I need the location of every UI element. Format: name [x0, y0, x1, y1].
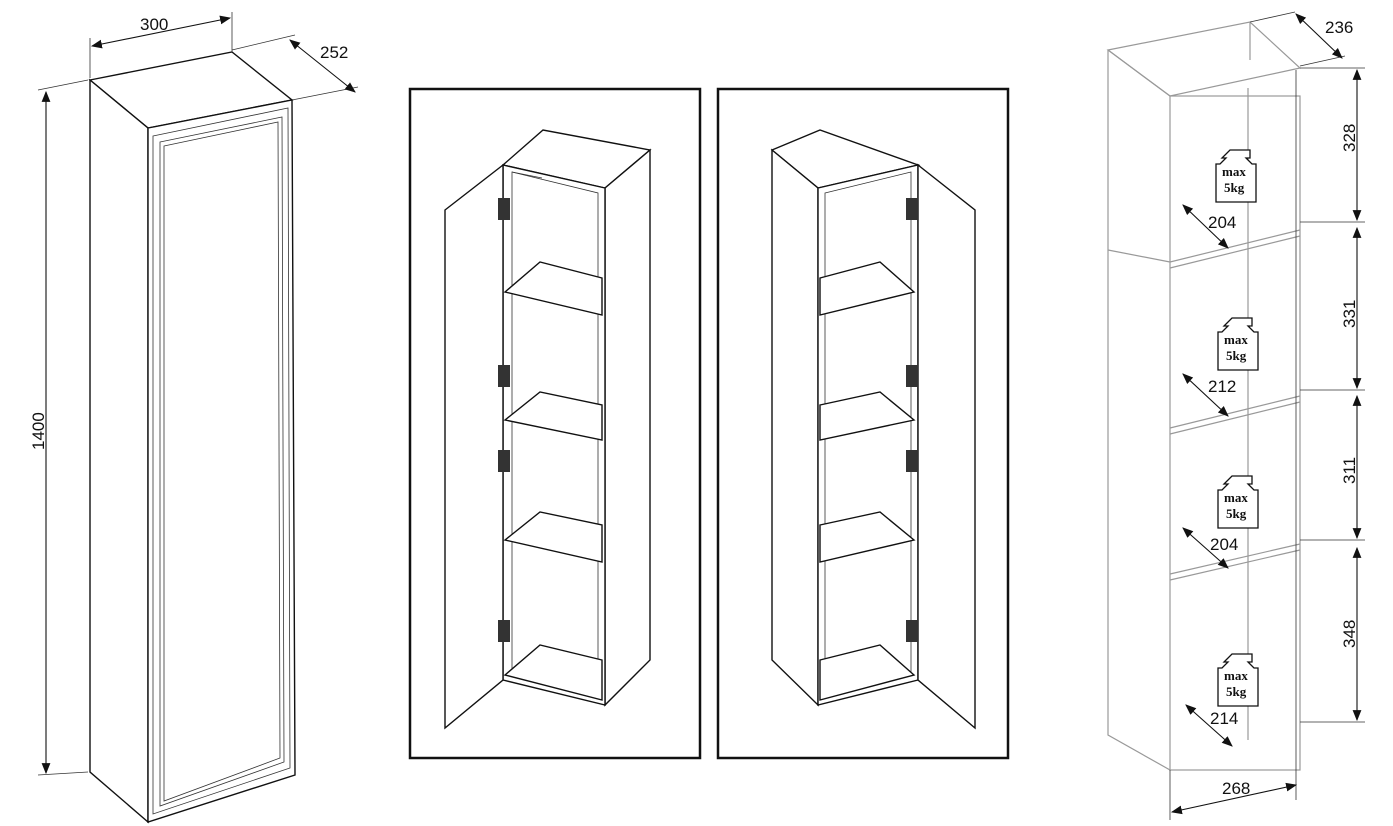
compartment-4-height: 348 — [1340, 620, 1359, 648]
weight-limit-icon-2: max 5kg — [1217, 317, 1259, 371]
svg-text:5kg: 5kg — [1226, 348, 1247, 363]
svg-text:max: max — [1224, 332, 1248, 347]
compartment-1-depth: 204 — [1208, 213, 1236, 232]
svg-text:max: max — [1224, 490, 1248, 505]
height-label: 1400 — [29, 412, 48, 450]
open-view-right-hinge — [716, 87, 1010, 760]
open-door — [917, 163, 976, 730]
compartment-3-height: 311 — [1340, 457, 1359, 484]
compartment-3-depth: 204 — [1210, 535, 1238, 554]
width-label: 300 — [140, 15, 168, 34]
compartment-2-depth: 212 — [1208, 377, 1236, 396]
weight-limit-icon-3: max 5kg — [1217, 475, 1259, 529]
cabinet-door — [147, 99, 296, 823]
svg-text:5kg: 5kg — [1224, 180, 1245, 195]
open-door — [444, 163, 504, 730]
width-dimension-line — [90, 15, 232, 49]
overall-cabinet-view: 300 252 1400 — [29, 12, 359, 824]
depth-label: 252 — [320, 43, 348, 62]
svg-text:max: max — [1224, 668, 1248, 683]
svg-text:5kg: 5kg — [1226, 684, 1247, 699]
svg-text:5kg: 5kg — [1226, 506, 1247, 521]
cabinet-side — [89, 78, 149, 824]
interior-depth-label: 236 — [1325, 18, 1353, 37]
compartment-4-depth: 214 — [1210, 709, 1238, 728]
svg-text:max: max — [1222, 164, 1246, 179]
weight-limit-icon-4: max 5kg — [1217, 653, 1259, 707]
interior-dimension-view: 236 268 328 331 311 348 204 212 204 214 … — [1106, 11, 1365, 820]
open-view-left-hinge — [408, 87, 702, 760]
inner-width-label: 268 — [1222, 779, 1250, 798]
compartment-1-height: 328 — [1340, 124, 1359, 152]
compartment-2-height: 331 — [1340, 300, 1359, 328]
depth-dimension-line — [289, 39, 356, 93]
weight-limit-icon-1: max 5kg — [1215, 149, 1257, 203]
